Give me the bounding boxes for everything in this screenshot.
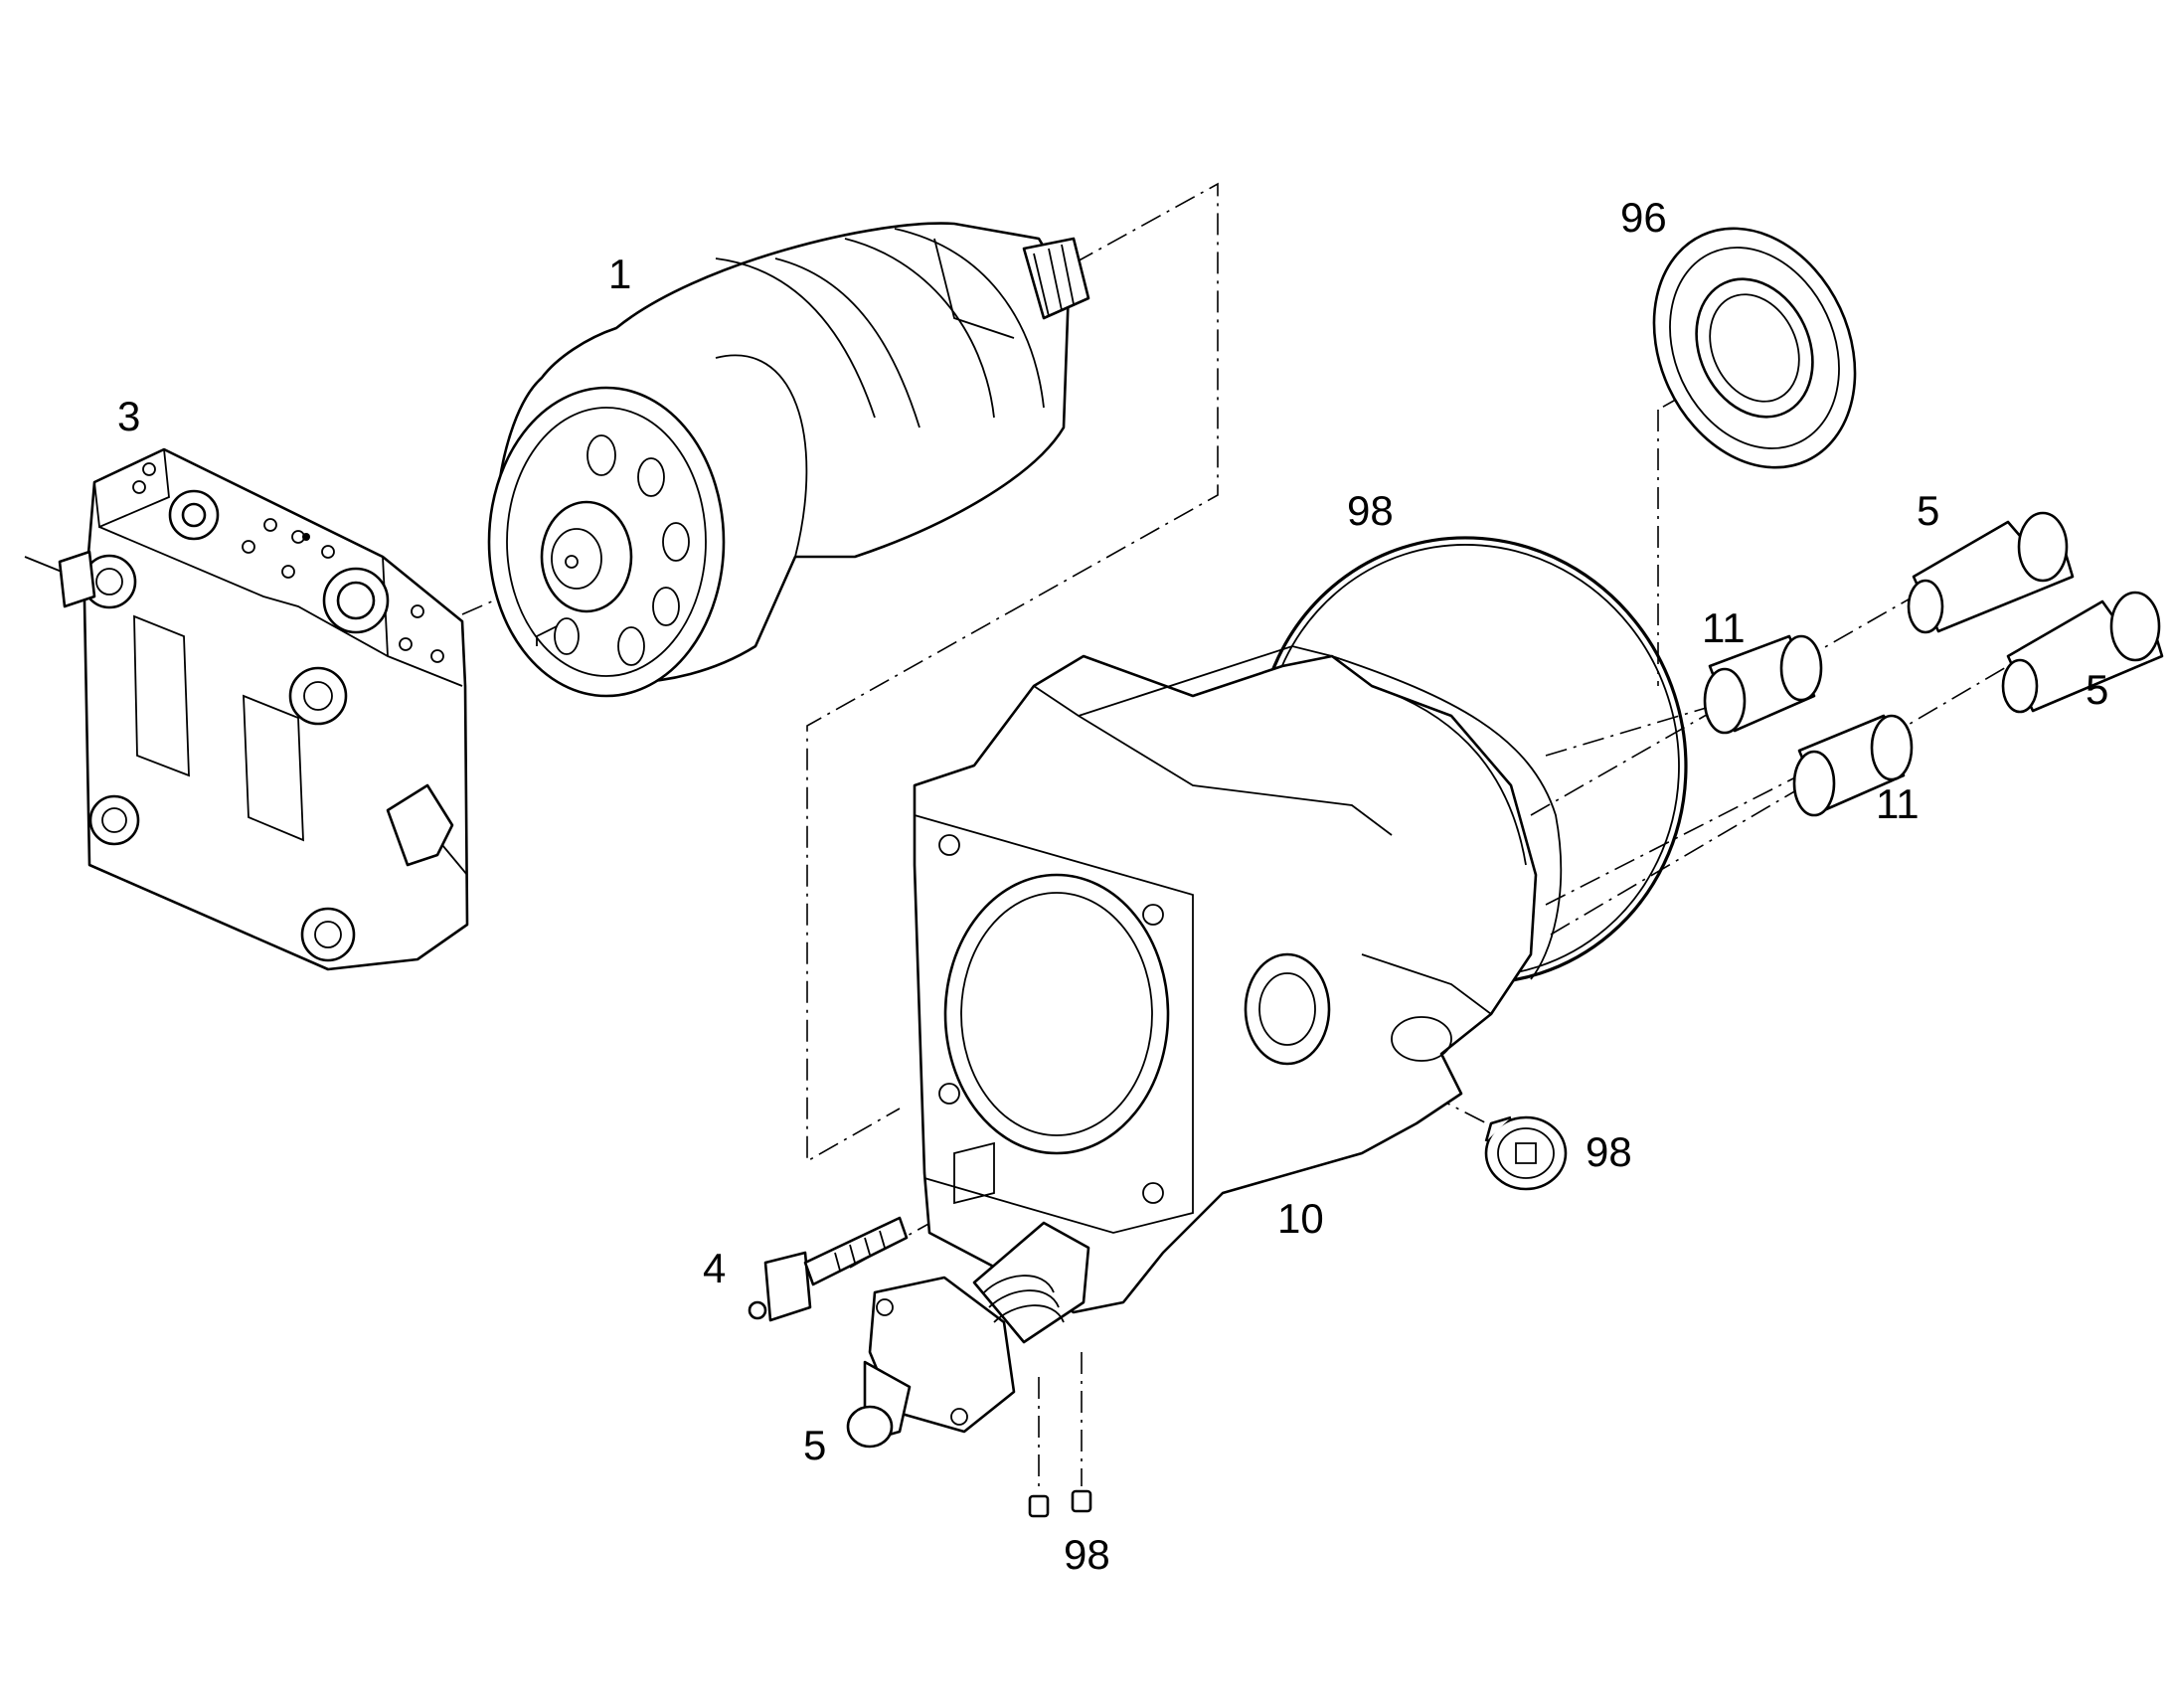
part-3-port-block (24, 447, 469, 971)
part-5-control-bottom (846, 1221, 1092, 1518)
callout-5-top: 5 (1917, 487, 1940, 534)
part-4-adjusting-screw (748, 1216, 909, 1322)
callout-96: 96 (1620, 194, 1667, 241)
part-5-pistons-right (1907, 511, 2164, 714)
part-11-sleeves (1703, 634, 1914, 817)
part-1-rotary-group (487, 222, 1090, 698)
callout-5-bottom: 5 (803, 1422, 827, 1468)
callout-11-top: 11 (1702, 604, 1746, 651)
callout-5-right: 5 (2086, 666, 2109, 713)
callout-1: 1 (608, 251, 632, 297)
callout-98-o-ring: 98 (1347, 487, 1394, 534)
callout-4: 4 (703, 1245, 727, 1291)
part-10-housing (913, 645, 1563, 1314)
part-98-plug (1484, 1115, 1568, 1191)
callout-11-right: 11 (1876, 780, 1920, 827)
callout-98-bottom: 98 (1064, 1531, 1110, 1578)
part-96-shaft-seal (1652, 227, 1857, 469)
callout-3: 3 (117, 393, 141, 439)
callout-10: 10 (1277, 1195, 1324, 1242)
callout-98-plug: 98 (1586, 1128, 1632, 1175)
